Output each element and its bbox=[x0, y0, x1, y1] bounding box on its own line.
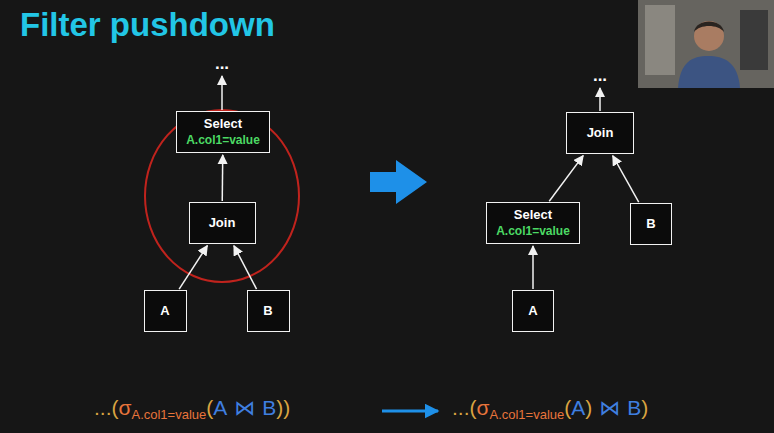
dataflow-arrow bbox=[221, 155, 223, 201]
formula-part: B bbox=[262, 396, 276, 420]
formula-part: ⋈ bbox=[234, 396, 255, 420]
formula-part: )) bbox=[276, 396, 290, 420]
relational-formula: ...(σA.col1=value(A) ⋈ B) bbox=[452, 396, 648, 420]
dataflow-arrow bbox=[179, 246, 207, 289]
predicate-text: A.col1=value bbox=[186, 133, 260, 148]
operator-box: B bbox=[630, 203, 672, 245]
operator-name: B bbox=[263, 303, 272, 319]
formula-arrow bbox=[382, 410, 438, 413]
predicate-text: A.col1=value bbox=[496, 224, 570, 239]
highlight-ellipse bbox=[145, 110, 299, 282]
formula-part: ( bbox=[564, 396, 571, 420]
dataflow-arrow bbox=[532, 246, 534, 289]
formula-part: σ bbox=[477, 396, 490, 420]
operator-name: B bbox=[646, 216, 655, 232]
operator-box: B bbox=[247, 290, 290, 332]
formula-part: ) bbox=[585, 396, 592, 420]
operator-box: Join bbox=[566, 112, 634, 154]
presenter-body bbox=[678, 56, 740, 88]
output-arrow bbox=[221, 76, 223, 110]
webcam-frame bbox=[638, 0, 774, 88]
operator-name: A bbox=[528, 303, 537, 319]
operator-box: Join bbox=[189, 202, 256, 244]
ellipsis-label: ... bbox=[593, 66, 607, 86]
dataflow-arrow bbox=[549, 156, 583, 202]
transform-arrow bbox=[370, 160, 427, 204]
formula-part: ...( bbox=[452, 396, 477, 420]
presenter-hair bbox=[694, 22, 724, 33]
formula-part: ...( bbox=[94, 396, 119, 420]
operator-name: Join bbox=[587, 125, 614, 141]
ellipsis-label: ... bbox=[215, 54, 229, 74]
operator-name: Select bbox=[514, 207, 552, 223]
formula-part: ( bbox=[206, 396, 213, 420]
formula-part: B bbox=[627, 396, 641, 420]
webcam-background bbox=[740, 10, 768, 70]
dataflow-arrow bbox=[234, 246, 257, 289]
operator-name: Join bbox=[209, 215, 236, 231]
output-arrow bbox=[599, 88, 601, 111]
operator-name: Select bbox=[204, 116, 242, 132]
operator-box: A bbox=[144, 290, 187, 332]
relational-formula: ...(σA.col1=value(A ⋈ B)) bbox=[94, 396, 290, 420]
webcam-background bbox=[645, 5, 675, 75]
operator-box: A bbox=[512, 290, 554, 332]
dataflow-arrow bbox=[613, 156, 639, 202]
presenter-head bbox=[694, 21, 724, 51]
formula-part: ) bbox=[641, 396, 648, 420]
formula-part: A bbox=[213, 396, 227, 420]
formula-part: A.col1=value bbox=[131, 407, 206, 422]
formula-part: σ bbox=[119, 396, 132, 420]
formula-part: A bbox=[571, 396, 585, 420]
slide-title: Filter pushdown bbox=[20, 6, 275, 44]
operator-box: SelectA.col1=value bbox=[486, 202, 580, 244]
operator-box: SelectA.col1=value bbox=[176, 111, 270, 153]
formula-part: ⋈ bbox=[599, 396, 620, 420]
formula-part: A.col1=value bbox=[489, 407, 564, 422]
operator-name: A bbox=[160, 303, 169, 319]
